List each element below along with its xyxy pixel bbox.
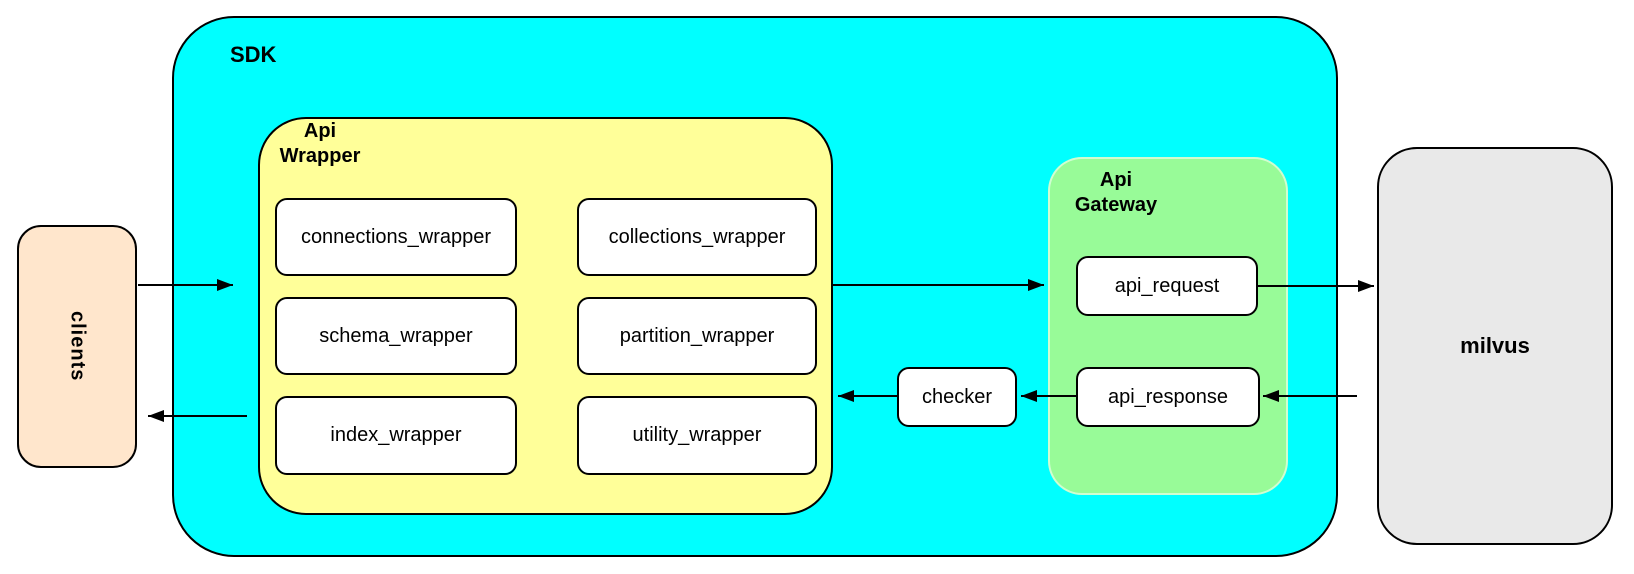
- milvus-label: milvus: [1460, 333, 1530, 358]
- api-gateway-label-line1: Api: [1099, 169, 1133, 191]
- api-wrapper-label-line2: Wrapper: [279, 145, 361, 167]
- api-wrapper-label: Api Wrapper: [258, 119, 382, 169]
- milvus-node: milvus: [1377, 147, 1613, 545]
- api-wrapper-label-line1: Api: [303, 120, 337, 142]
- api-gateway-label: Api Gateway: [1054, 168, 1178, 218]
- api-response-node: api_response: [1076, 367, 1260, 427]
- checker-node: checker: [897, 367, 1017, 427]
- clients-node: clients: [17, 225, 137, 468]
- collections-wrapper-node: collections_wrapper: [577, 198, 817, 276]
- connections-wrapper-node: connections_wrapper: [275, 198, 517, 276]
- api-request-node: api_request: [1076, 256, 1258, 316]
- clients-label: clients: [66, 311, 89, 382]
- sdk-label: SDK: [230, 42, 277, 67]
- api-gateway-container: [1048, 157, 1288, 495]
- index-wrapper-node: index_wrapper: [275, 396, 517, 475]
- utility-wrapper-node: utility_wrapper: [577, 396, 817, 475]
- partition-wrapper-node: partition_wrapper: [577, 297, 817, 375]
- schema-wrapper-node: schema_wrapper: [275, 297, 517, 375]
- api-gateway-label-line2: Gateway: [1074, 194, 1158, 216]
